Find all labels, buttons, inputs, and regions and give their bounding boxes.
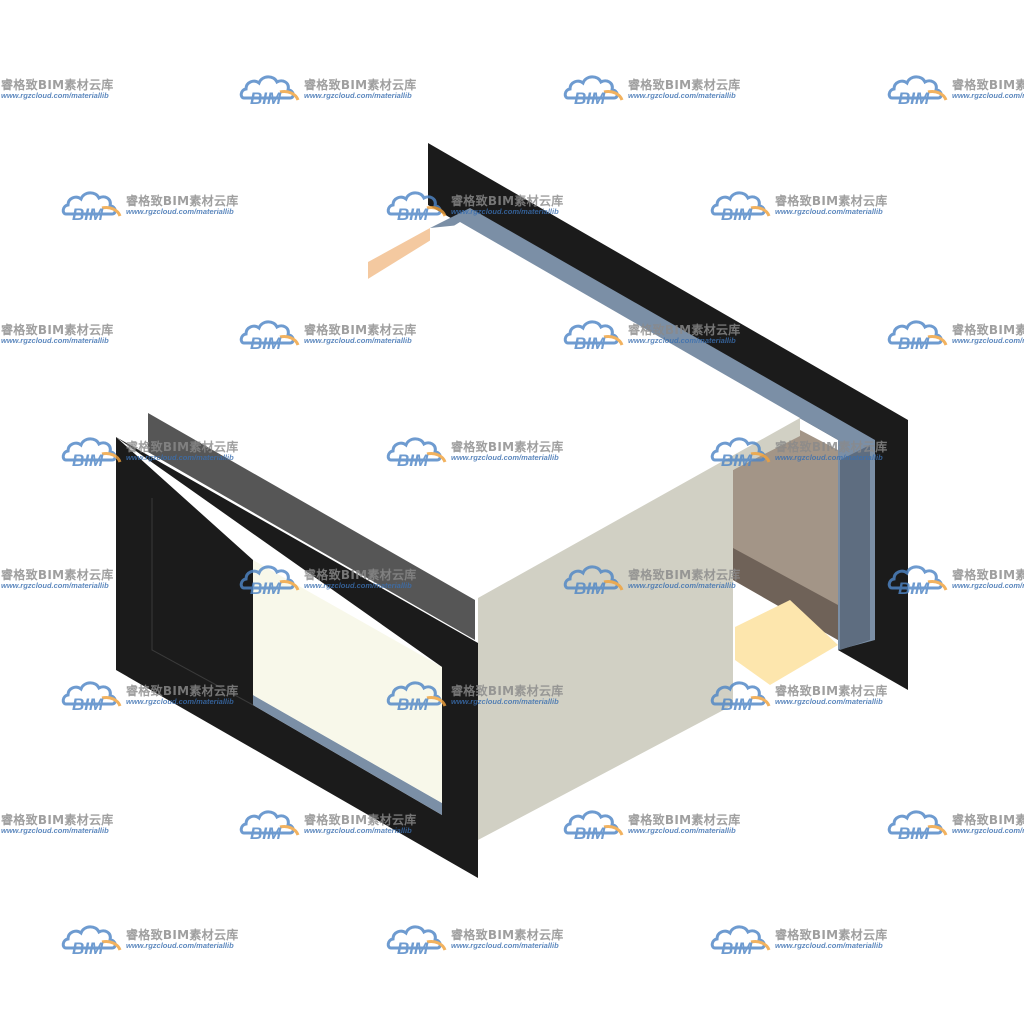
front-opening-edge [253, 695, 442, 815]
front-flange-inner-line [151, 498, 254, 706]
back-flange-inner-right [840, 445, 870, 650]
yellow-accent-bottom [735, 600, 838, 685]
front-opening [253, 560, 442, 803]
duct-top-face [148, 222, 800, 600]
front-flange [116, 437, 478, 878]
front-flange-side [148, 413, 475, 640]
duct-front-face [478, 418, 800, 840]
back-inner-wall-dark [733, 548, 838, 640]
